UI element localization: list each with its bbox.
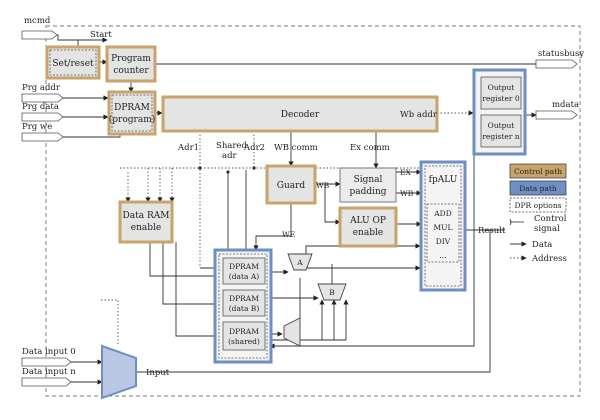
input-mux	[101, 344, 137, 400]
wb-addr-label: Wb addr	[400, 110, 438, 120]
legend-control-label-2: signal	[534, 224, 560, 234]
decoder-label: Decoder	[281, 110, 320, 120]
input-label: Input	[146, 368, 170, 378]
result-label: Result	[478, 226, 506, 236]
fpalu-op-div: DIV	[436, 237, 451, 246]
port-data-input-0: Data input 0	[21, 347, 76, 367]
alu-op-enable-block: ALU OP enable	[338, 206, 398, 248]
legend: Control path Data path DPR options Contr…	[509, 163, 567, 264]
adr1-label: Adr1	[177, 143, 199, 153]
output-reg0-label-1: Output	[488, 83, 515, 92]
dpram-b-label-2: (data B)	[229, 304, 260, 313]
alu-op-enable-label-1: ALU OP	[349, 216, 386, 226]
signal-padding-block: Signal padding	[339, 167, 397, 203]
data-ram-enable-label-2: enable	[131, 223, 161, 233]
shared-adr-label-1: Shared	[216, 141, 247, 151]
data-ram-enable-block: Data RAM enable	[118, 200, 174, 244]
shared-adr-label-2: adr	[222, 151, 238, 161]
data-input-0-label: Data input 0	[22, 347, 76, 357]
dpram-b-label-1: DPRAM	[229, 294, 259, 303]
output-reg0-label-2: register 0	[482, 94, 519, 103]
dpram-shared-label-1: DPRAM	[229, 327, 259, 336]
fpalu-op-add: ADD	[433, 209, 451, 218]
mux-a-label: A	[296, 258, 303, 267]
port-prg-data: Prg data	[21, 102, 64, 122]
dpram-a-label-1: DPRAM	[229, 262, 259, 271]
dpram-data-group: DPRAM (data A) DPRAM (data B) DPRAM (sha…	[213, 248, 273, 364]
set-reset-label: Set/reset	[52, 59, 94, 69]
program-counter-label-1: Program	[111, 54, 151, 64]
signal-padding-label-2: padding	[349, 187, 386, 197]
fpalu-op-mul: MUL	[434, 223, 453, 232]
mux-b-label: B	[329, 288, 335, 297]
legend-control-signal: Control signal	[509, 214, 567, 234]
signal-padding-label-1: Signal	[354, 175, 383, 185]
legend-data-path: Data path	[509, 180, 567, 196]
guard-label: Guard	[277, 181, 306, 191]
prg-we-label: Prg we	[22, 122, 52, 132]
alu-op-enable-label-2: enable	[353, 228, 383, 238]
port-prg-addr: Prg addr	[21, 83, 64, 103]
system-boundary	[45, 25, 581, 397]
legend-control-path-label: Control path	[514, 167, 562, 176]
fpalu-block: fpALU ADD MUL DIV ...	[419, 160, 467, 292]
wb1-label: WB	[316, 181, 330, 190]
mcmd-label: mcmd	[24, 16, 51, 26]
legend-control-label-1: Control	[534, 214, 567, 224]
ex-comm-label: Ex comm	[350, 143, 390, 153]
wb-comm-label: WB comm	[274, 143, 318, 153]
legend-data-label: Data	[532, 240, 552, 250]
output-regn-label-2: register n	[482, 132, 519, 141]
we-label: WE	[282, 230, 295, 239]
shared-mux	[283, 317, 301, 347]
fpalu-label: fpALU	[429, 175, 458, 185]
dpram-a-label-2: (data A)	[229, 272, 259, 281]
legend-address-label: Address	[531, 254, 567, 264]
dpram-program-label-2: (program)	[109, 114, 155, 125]
statusbusy-label: statusbusy	[538, 49, 584, 59]
legend-data-path-label: Data path	[519, 184, 557, 193]
data-input-n-label: Data input n	[22, 367, 76, 377]
start-label: Start	[90, 30, 112, 40]
signal-labels: Start Adr1 Shared adr Adr2 WB comm Ex co…	[90, 30, 506, 378]
port-mdata: mdata	[535, 100, 579, 120]
program-counter-block: Program counter	[105, 45, 157, 83]
decoder-block: Decoder	[161, 95, 439, 133]
legend-data: Data	[510, 240, 552, 250]
legend-address: Address	[510, 254, 567, 264]
dpram-program-label-1: DPRAM	[114, 103, 150, 113]
fpalu-op-more: ...	[439, 251, 446, 260]
port-mcmd: mcmd	[21, 16, 58, 40]
adr2-label: Adr2	[243, 143, 265, 153]
port-statusbusy: statusbusy	[535, 49, 584, 69]
port-data-input-n: Data input n	[21, 367, 76, 387]
dpram-shared-label-2: (shared)	[228, 337, 260, 346]
set-reset-block: Set/reset	[45, 45, 101, 80]
legend-dpr-options-label: DPR options	[514, 201, 561, 210]
guard-block: Guard	[265, 164, 317, 205]
data-ram-enable-label-1: Data RAM	[123, 211, 170, 221]
prg-data-label: Prg data	[22, 102, 59, 112]
dpram-program-block: DPRAM (program)	[107, 90, 157, 136]
mux-a: A	[287, 253, 313, 271]
mux-b: B	[317, 283, 347, 301]
legend-control-path: Control path	[509, 163, 567, 179]
wb2-label: WB	[400, 189, 414, 198]
output-registers-block: Output register 0 Output register n	[472, 68, 527, 156]
legend-dpr-options: DPR options	[509, 197, 567, 213]
ex-label: EX	[400, 168, 411, 177]
prg-addr-label: Prg addr	[22, 83, 61, 93]
mdata-label: mdata	[552, 100, 579, 110]
output-regn-label-1: Output	[488, 121, 515, 130]
port-prg-we: Prg we	[21, 122, 64, 142]
program-counter-label-2: counter	[113, 66, 149, 76]
